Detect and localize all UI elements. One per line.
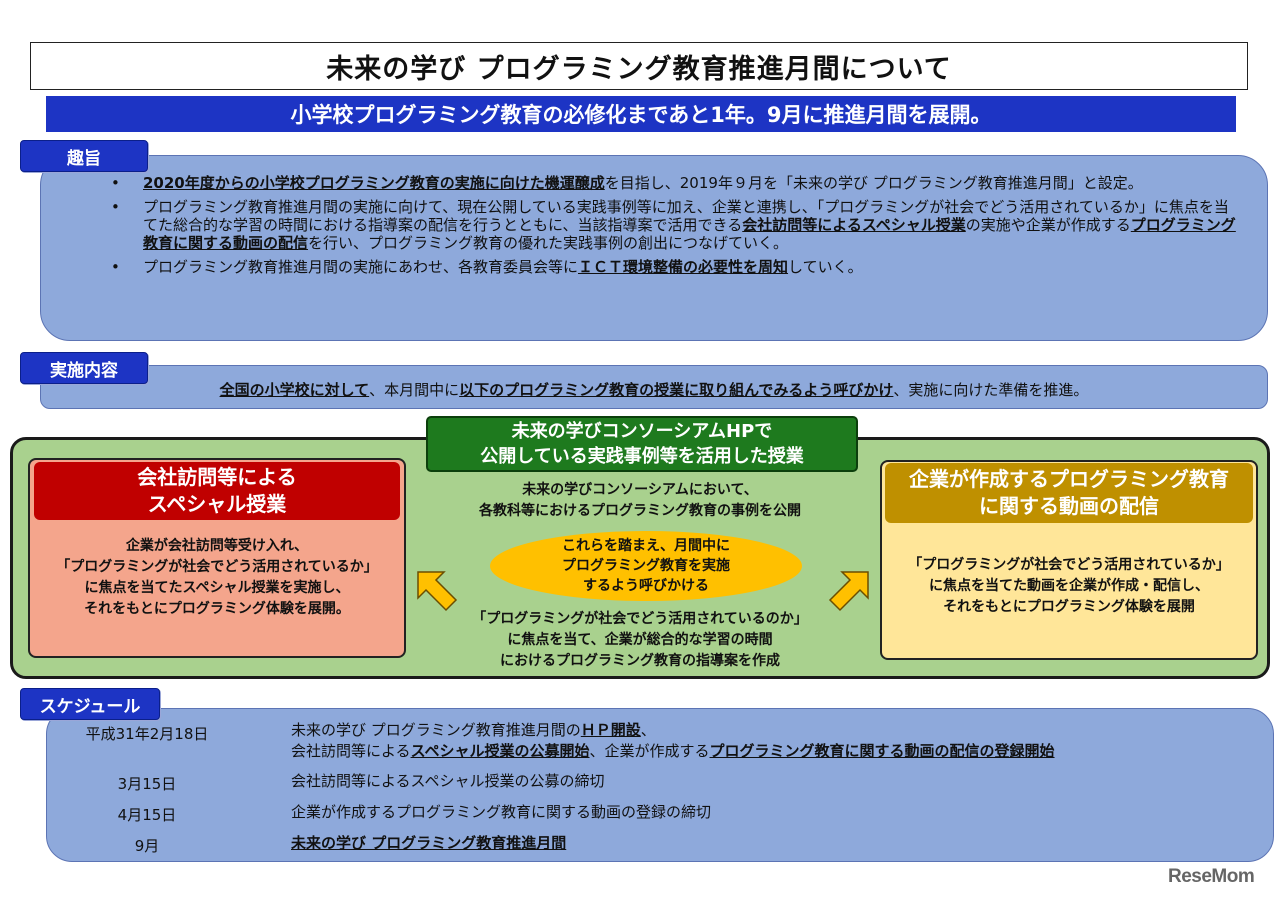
video-body-line: に焦点を当てた動画を企業が作成・配信し、 <box>929 578 1209 594</box>
video-body-line: それをもとにプログラミング体験を展開 <box>943 599 1195 615</box>
text-segment: していく。 <box>788 258 863 276</box>
implementation-text: 全国の小学校に対して、本月間中に以下のプログラミング教育の授業に取り組んでみるよ… <box>220 379 1089 400</box>
text-segment: プログラミング教育推進月間の実施に向けて、現在公開している実践事例等に加え、企業… <box>143 198 1229 234</box>
special-class-title-line: 会社訪問等による <box>137 465 297 489</box>
page-title: 未来の学び プログラミング教育推進月間について <box>30 42 1248 90</box>
text-segment: 会社訪問等による <box>291 742 411 760</box>
video-title-line: 企業が作成するプログラミング教育 <box>909 467 1229 491</box>
schedule-description-line: 会社訪問等によるスペシャル授業の公募開始、企業が作成するプログラミング教育に関す… <box>291 741 1055 762</box>
special-class-body-line: 「プログラミングが社会でどう活用されているか」 <box>56 559 378 575</box>
text-segment: 、企業が作成する <box>589 742 710 760</box>
lesson-plan-line: に焦点を当て、企業が総合的な学習の時間 <box>507 632 773 648</box>
special-class-body: 企業が会社訪問等受け入れ、 「プログラミングが社会でどう活用されているか」 に焦… <box>34 536 400 620</box>
subtitle-banner: 小学校プログラミング教育の必修化まであと1年。9月に推進月間を展開。 <box>46 96 1236 132</box>
emphasized-text: プログラミング教育に関する動画の配信 <box>143 216 1236 252</box>
purpose-panel: • 2020年度からの小学校プログラミング教育の実施に向けた機運醸成を目指し、2… <box>40 155 1268 341</box>
schedule-description: 企業が作成するプログラミング教育に関する動画の登録の締切 <box>291 802 711 823</box>
schedule-description-line: 未来の学び プログラミング教育推進月間のＨＰ開設、 <box>291 720 1055 741</box>
call-to-action-line: するよう呼びかける <box>583 578 709 594</box>
consortium-description-line: 各教科等におけるプログラミング教育の事例を公開 <box>479 503 801 519</box>
emphasized-text: 以下のプログラミング教育の授業に取り組んでみるよう呼びかけ <box>459 381 894 399</box>
consortium-description-line: 未来の学びコンソーシアムにおいて、 <box>522 482 758 498</box>
section-tag-schedule: スケジュール <box>20 688 160 720</box>
emphasized-text: スペシャル授業の公募開始 <box>410 742 590 760</box>
lesson-plan-line: におけるプログラミング教育の指導案を作成 <box>500 653 780 669</box>
purpose-bullet-1: • 2020年度からの小学校プログラミング教育の実施に向けた機運醸成を目指し、2… <box>111 174 1237 192</box>
bullet-icon: • <box>111 258 120 276</box>
text-segment: を目指し、2019年９月を「未来の学び プログラミング教育推進月間」と設定。 <box>604 174 1143 192</box>
consortium-header: 未来の学びコンソーシアムHPで 公開している実践事例等を活用した授業 <box>426 416 858 472</box>
text-segment: の実施や企業が作成する <box>965 216 1131 234</box>
call-to-action-line: これらを踏まえ、月間中に <box>562 538 730 554</box>
purpose-bullet-text: 2020年度からの小学校プログラミング教育の実施に向けた機運醸成を目指し、201… <box>143 174 1237 192</box>
schedule-date: 3月15日 <box>117 775 177 793</box>
consortium-title-line: 未来の学びコンソーシアムHPで <box>511 421 773 442</box>
purpose-bullet-text: プログラミング教育推進月間の実施に向けて、現在公開している実践事例等に加え、企業… <box>143 198 1237 252</box>
text-segment: 、実施に向けた準備を推進。 <box>893 381 1089 399</box>
purpose-bullet-text: プログラミング教育推進月間の実施にあわせ、各教育委員会等にＩＣＴ環境整備の必要性… <box>143 258 1237 276</box>
emphasized-text: ＨＰ開設 <box>580 721 641 739</box>
lesson-plan-line: 「プログラミングが社会でどう活用されているのか」 <box>472 611 808 627</box>
bullet-icon: • <box>111 174 120 192</box>
video-body-line: 「プログラミングが社会でどう活用されているか」 <box>908 557 1230 573</box>
emphasized-text: ＩＣＴ環境整備の必要性を周知 <box>578 258 789 276</box>
schedule-description: 未来の学び プログラミング教育推進月間 <box>291 833 566 854</box>
purpose-bullet-2: • プログラミング教育推進月間の実施に向けて、現在公開している実践事例等に加え、… <box>111 198 1237 252</box>
consortium-description: 未来の学びコンソーシアムにおいて、 各教科等におけるプログラミング教育の事例を公… <box>420 480 860 522</box>
arrow-up-left-icon <box>417 571 458 612</box>
video-title-line: に関する動画の配信 <box>979 494 1159 518</box>
emphasized-text: 全国の小学校に対して <box>219 381 370 399</box>
implementation-bar: 全国の小学校に対して、本月間中に以下のプログラミング教育の授業に取り組んでみるよ… <box>40 365 1268 409</box>
text-segment: 、本月間中に <box>369 381 460 399</box>
call-to-action-line: プログラミング教育を実施 <box>562 558 730 574</box>
schedule-date: 4月15日 <box>117 806 177 824</box>
text-segment: 企業が作成するプログラミング教育に関する動画の登録の締切 <box>291 803 712 821</box>
schedule-date: 9月 <box>134 837 160 855</box>
video-header: 企業が作成するプログラミング教育 に関する動画の配信 <box>885 463 1253 523</box>
schedule-panel: 平成31年2月18日 未来の学び プログラミング教育推進月間のＨＰ開設、 会社訪… <box>46 708 1274 862</box>
resemom-logo: ReseMom <box>1168 866 1255 887</box>
purpose-bullet-3: • プログラミング教育推進月間の実施にあわせ、各教育委員会等にＩＣＴ環境整備の必… <box>111 258 1237 276</box>
text-segment: プログラミング教育推進月間の実施にあわせ、各教育委員会等に <box>143 258 579 276</box>
special-class-body-line: それをもとにプログラミング体験を展開。 <box>84 601 350 617</box>
text-segment: 未来の学び プログラミング教育推進月間の <box>291 721 581 739</box>
lesson-plan-description: 「プログラミングが社会でどう活用されているのか」 に焦点を当て、企業が総合的な学… <box>420 609 860 672</box>
special-class-title-line: スペシャル授業 <box>147 492 287 516</box>
special-class-body-line: に焦点を当てたスペシャル授業を実施し、 <box>84 580 350 596</box>
section-tag-purpose: 趣旨 <box>20 140 148 172</box>
consortium-title-line: 公開している実践事例等を活用した授業 <box>480 446 804 467</box>
schedule-description: 会社訪問等によるスペシャル授業の公募の締切 <box>291 771 605 792</box>
arrow-up-right-icon <box>828 571 869 612</box>
emphasized-text: 会社訪問等によるスペシャル授業 <box>742 216 966 234</box>
emphasized-text: 未来の学び プログラミング教育推進月間 <box>291 834 567 852</box>
emphasized-text: プログラミング教育に関する動画の配信の登録開始 <box>709 742 1055 760</box>
special-class-body-line: 企業が会社訪問等受け入れ、 <box>125 538 309 554</box>
schedule-description: 未来の学び プログラミング教育推進月間のＨＰ開設、 会社訪問等によるスペシャル授… <box>291 720 1055 762</box>
bullet-icon: • <box>111 198 120 216</box>
text-segment: 会社訪問等によるスペシャル授業の公募の締切 <box>291 772 605 790</box>
call-to-action-ellipse: これらを踏まえ、月間中に プログラミング教育を実施 するよう呼びかける <box>490 531 802 601</box>
schedule-date: 平成31年2月18日 <box>85 725 209 743</box>
special-class-header: 会社訪問等による スペシャル授業 <box>34 462 400 520</box>
section-tag-implementation: 実施内容 <box>20 352 148 384</box>
emphasized-text: 2020年度からの小学校プログラミング教育の実施に向けた機運醸成 <box>143 174 605 192</box>
text-segment: を行い、プログラミング教育の優れた実践事例の創出につなげていく。 <box>308 234 789 252</box>
video-body: 「プログラミングが社会でどう活用されているか」 に焦点を当てた動画を企業が作成・… <box>885 555 1253 618</box>
text-segment: 、 <box>640 721 656 739</box>
